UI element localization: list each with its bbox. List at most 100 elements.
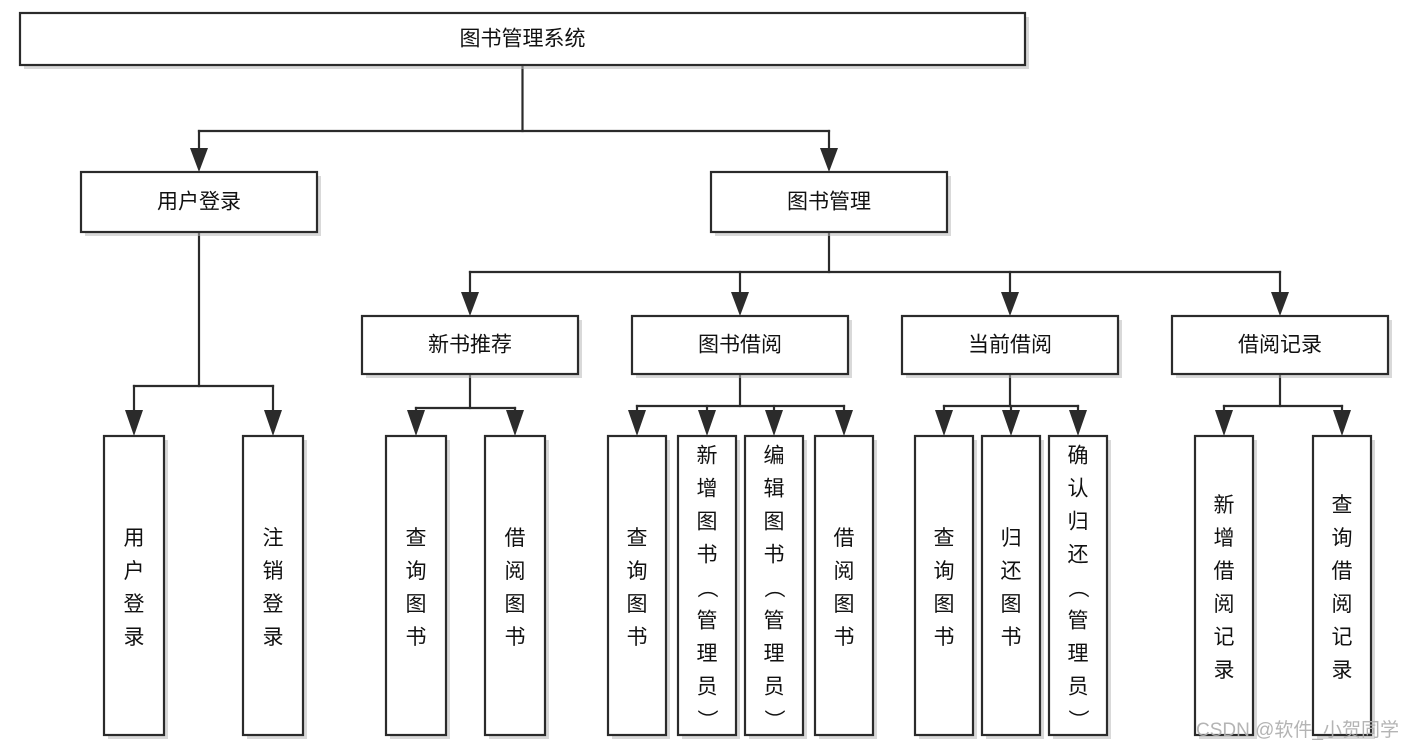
- leaf-confirm-return-char: 确: [1068, 445, 1089, 468]
- arrow-leaf-borrow-book-br: [835, 410, 853, 436]
- arrow-leaf-query-book-cur: [935, 410, 953, 436]
- leaf-borrow-book-br-box: [813, 434, 875, 737]
- leaf-add-record-char: 阅: [1214, 593, 1235, 616]
- book-borrow-label: 图书借阅: [698, 334, 782, 357]
- leaf-query-book-br-box: [606, 434, 668, 737]
- leaf-query-record-char: 记: [1332, 626, 1353, 649]
- leaf-query-record-char: 查: [1332, 494, 1353, 517]
- leaf-add-record-char: 借: [1214, 560, 1235, 583]
- leaf-edit-book-char: 图: [764, 511, 785, 534]
- arrow-to-borrow-record: [1271, 292, 1289, 316]
- leaf-edit-book-char: 书: [764, 544, 785, 567]
- leaf-user-login-char: 录: [124, 626, 145, 649]
- leaf-logout-box: [241, 434, 305, 737]
- leaf-logout-char: 注: [263, 527, 284, 550]
- leaf-return-book-char: 图: [1001, 593, 1022, 616]
- leaf-query-record-char: 阅: [1332, 593, 1353, 616]
- leaf-confirm-return-char: （: [1066, 577, 1089, 598]
- arrow-to-new-book-rec: [461, 292, 479, 316]
- leaf-borrow-book-rec-char: 图: [505, 593, 526, 616]
- arrow-leaf-add-record: [1215, 410, 1233, 436]
- leaf-add-record-char: 新: [1214, 494, 1235, 517]
- book-manage-box: [709, 170, 949, 234]
- leaf-query-book-br-char: 图: [627, 593, 648, 616]
- leaf-query-book-br-char: 询: [627, 560, 648, 583]
- leaf-return-book-char: 归: [1001, 527, 1022, 550]
- arrow-leaf-query-book-br: [628, 410, 646, 436]
- arrow-leaf-edit-book: [765, 410, 783, 436]
- book-manage-label: 图书管理: [787, 191, 871, 214]
- current-borrow-label: 当前借阅: [968, 334, 1052, 357]
- leaf-user-login-char: 用: [124, 527, 145, 550]
- current-borrow-box: [900, 314, 1120, 376]
- leaf-query-record-char: 录: [1332, 659, 1353, 682]
- node-new-book-rec[interactable]: 新书推荐: [360, 314, 582, 378]
- leaf-confirm-return-box: [1047, 434, 1109, 737]
- leaf-edit-book-char: ）: [762, 709, 785, 730]
- node-borrow-record[interactable]: 借阅记录: [1170, 314, 1392, 378]
- leaf-query-record-box: [1311, 434, 1373, 737]
- arrow-leaf-borrow-book-rec: [506, 410, 524, 436]
- leaf-logout-char: 销: [263, 560, 284, 583]
- leaf-borrow-book-rec-char: 书: [505, 626, 526, 649]
- edge-layer: [125, 63, 1351, 436]
- node-book-borrow[interactable]: 图书借阅: [630, 314, 852, 378]
- leaf-user-login[interactable]: 用户登录: [102, 434, 168, 739]
- leaf-add-book-char: 书: [697, 544, 718, 567]
- leaf-confirm-return-char: ）: [1066, 709, 1089, 730]
- leaf-add-book-char: 增: [697, 478, 718, 501]
- leaf-query-book-cur-char: 查: [934, 527, 955, 550]
- leaf-borrow-book-br-char: 阅: [834, 560, 855, 583]
- leaf-logout-char: 录: [263, 626, 284, 649]
- node-current-borrow[interactable]: 当前借阅: [900, 314, 1122, 378]
- leaf-user-login-char: 户: [124, 560, 145, 583]
- user-login-label: 用户登录: [157, 191, 241, 214]
- leaf-borrow-book-rec-box: [483, 434, 547, 737]
- new-book-rec-box: [360, 314, 580, 376]
- new-book-rec-label: 新书推荐: [428, 334, 512, 357]
- root-box: [18, 11, 1027, 67]
- leaf-confirm-return-char: 理: [1068, 643, 1089, 666]
- leaf-confirm-return-char: 员: [1068, 676, 1089, 699]
- leaf-query-book-br-char: 书: [627, 626, 648, 649]
- leaf-add-book-char: 员: [697, 676, 718, 699]
- arrow-leaf-user-login: [125, 410, 143, 436]
- leaf-borrow-book-br-char: 借: [834, 527, 855, 550]
- arrow-leaf-confirm-return: [1069, 410, 1087, 436]
- leaf-confirm-return-char: 管: [1068, 610, 1089, 633]
- leaf-add-record-char: 录: [1214, 659, 1235, 682]
- leaf-query-book-rec-char: 图: [406, 593, 427, 616]
- leaf-add-book-char: 理: [697, 643, 718, 666]
- leaf-borrow-book-rec-char: 借: [505, 527, 526, 550]
- node-book-manage[interactable]: 图书管理: [709, 170, 951, 236]
- arrow-leaf-add-book: [698, 410, 716, 436]
- node-user-login[interactable]: 用户登录: [79, 170, 321, 236]
- leaf-add-book-char: 管: [697, 610, 718, 633]
- leaf-borrow-book-rec-char: 阅: [505, 560, 526, 583]
- leaf-edit-book-char: 员: [764, 676, 785, 699]
- csdn-watermark: CSDN @软件_小贺同学: [1196, 719, 1399, 741]
- book-borrow-box: [630, 314, 850, 376]
- leaf-add-record-char: 记: [1214, 626, 1235, 649]
- node-root[interactable]: 图书管理系统: [18, 11, 1029, 69]
